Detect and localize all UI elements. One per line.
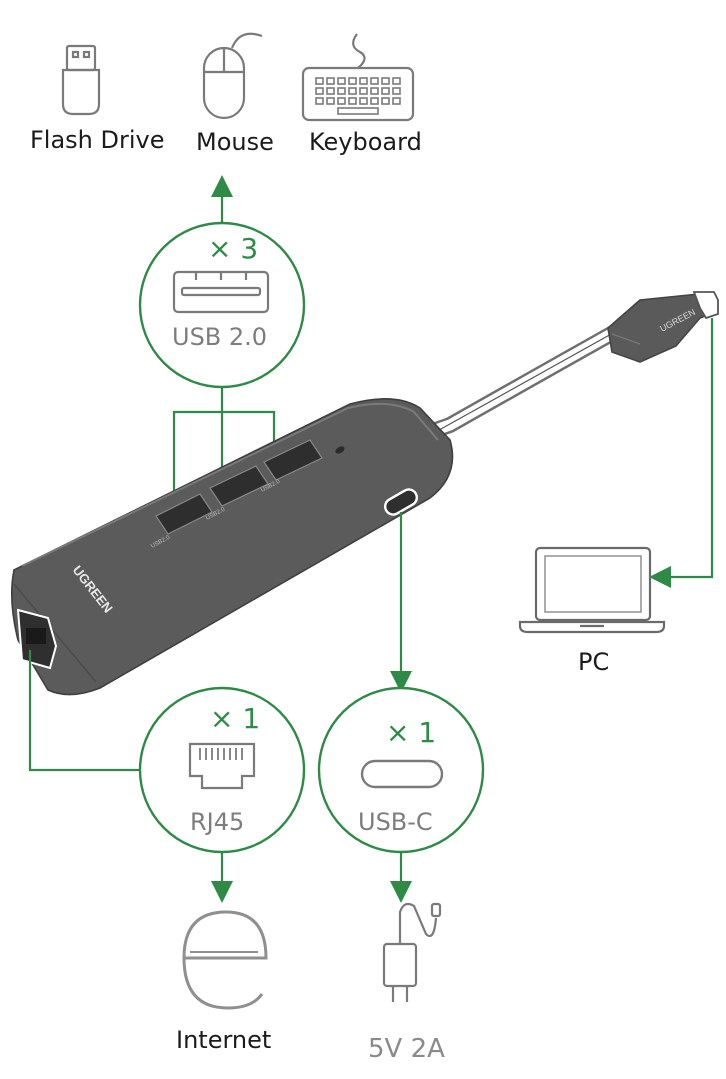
keyboard-key [326,77,335,85]
keyboard-key [326,87,335,95]
keyboard-key [337,77,346,85]
keyboard-key [392,87,401,95]
keyboard-key [370,77,379,85]
keyboard-key [315,97,324,105]
hub-body [10,398,454,696]
keyboard-key [348,97,357,105]
keyboard-key [381,97,390,105]
rj45-connector-line [28,650,140,772]
keyboard-key [315,77,324,85]
keyboard-key [370,97,379,105]
flash-drive-icon [61,44,101,116]
keyboard-key [381,77,390,85]
keyboard-key [381,87,390,95]
keyboard-key [392,97,401,105]
status-led [335,446,345,454]
usb-c-port-icon [360,759,444,789]
usbc-port-label: USB-C [358,808,433,836]
usbc-count: × 1 [386,716,437,749]
keyboard-key [348,77,357,85]
keyboard-key [337,87,346,95]
usb-c-port-on-hub [384,488,418,516]
mouse-icon [202,32,263,120]
pc-label: PC [578,648,610,676]
power-label: 5V 2A [368,1034,445,1064]
keyboard-key [370,87,379,95]
usb-a-plug [607,291,719,363]
rj45-port-icon [188,742,256,790]
keyboard-spacebar [337,107,379,115]
internet-label: Internet [176,1026,272,1054]
usb-count: × 3 [208,232,259,265]
internet-e-icon [182,910,268,1010]
power-adapter-icon [382,902,442,1002]
keyboard-key [359,77,368,85]
laptop-icon [518,546,666,634]
keyboard-key [359,97,368,105]
keyboard-icon [301,33,415,122]
keyboard-key [326,97,335,105]
usb-a-port-icon [172,270,270,314]
flash-drive-label: Flash Drive [30,126,165,154]
hub-usb-ports [155,439,323,535]
mouse-label: Mouse [196,128,274,156]
keyboard-key [315,87,324,95]
keyboard-key [392,77,401,85]
keyboard-key [337,97,346,105]
usb-port-connector-lines [172,387,276,500]
rj45-port-label: RJ45 [190,808,245,836]
usb-port-label: USB 2.0 [172,323,268,351]
keyboard-key [359,87,368,95]
pc-connector-line [649,318,714,588]
rj45-count: × 1 [210,702,261,735]
keyboard-key [348,87,357,95]
keyboard-label: Keyboard [309,128,422,156]
